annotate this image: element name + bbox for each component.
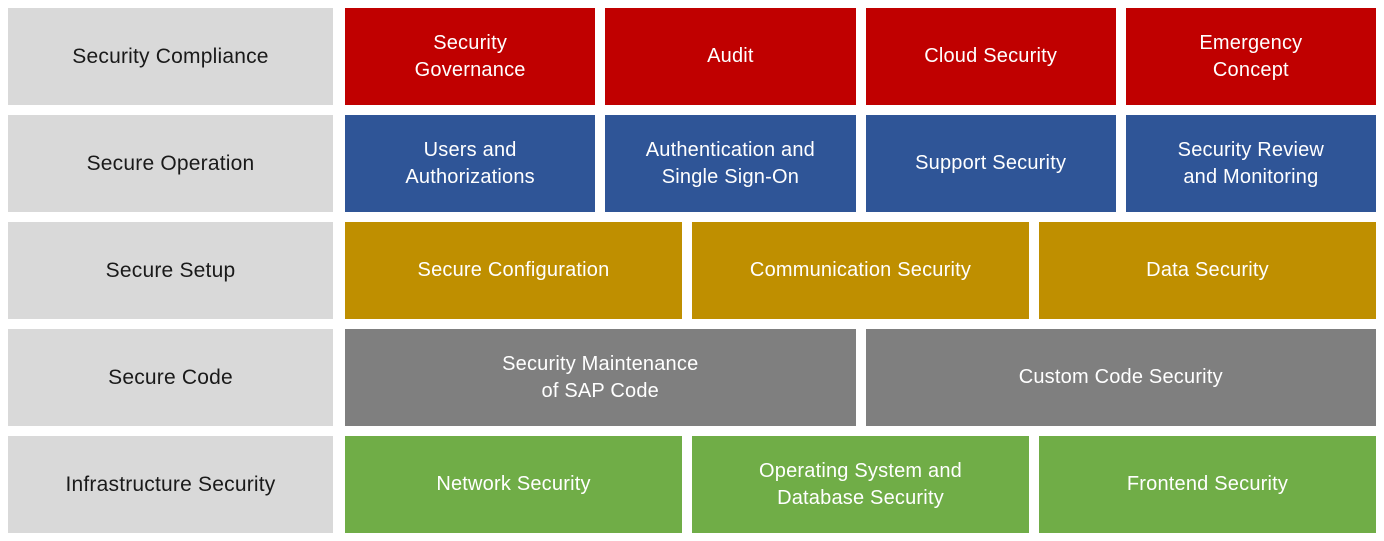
category-label-secure-operation: Secure Operation <box>8 115 333 212</box>
row-items-infrastructure-security: Network Security Operating System and Da… <box>345 436 1376 533</box>
row-items-secure-setup: Secure Configuration Communication Secur… <box>345 222 1376 319</box>
category-label-security-compliance: Security Compliance <box>8 8 333 105</box>
row-security-compliance: Security Compliance Security Governance … <box>8 8 1376 105</box>
row-secure-code: Secure Code Security Maintenance of SAP … <box>8 329 1376 426</box>
box-audit: Audit <box>605 8 856 105</box>
box-support-security: Support Security <box>865 115 1116 212</box>
box-security-review-and-monitoring: Security Review and Monitoring <box>1125 115 1376 212</box>
box-secure-configuration: Secure Configuration <box>345 222 682 319</box>
box-data-security: Data Security <box>1039 222 1376 319</box>
category-label-infrastructure-security: Infrastructure Security <box>8 436 333 533</box>
box-authentication-and-single-sign-on: Authentication and Single Sign-On <box>605 115 856 212</box>
box-users-and-authorizations: Users and Authorizations <box>345 115 596 212</box>
row-secure-setup: Secure Setup Secure Configuration Commun… <box>8 222 1376 319</box>
row-secure-operation: Secure Operation Users and Authorization… <box>8 115 1376 212</box>
box-emergency-concept: Emergency Concept <box>1125 8 1376 105</box>
category-label-secure-code: Secure Code <box>8 329 333 426</box>
category-label-secure-setup: Secure Setup <box>8 222 333 319</box>
box-frontend-security: Frontend Security <box>1039 436 1376 533</box>
box-communication-security: Communication Security <box>692 222 1029 319</box>
box-custom-code-security: Custom Code Security <box>865 329 1376 426</box>
box-security-governance: Security Governance <box>345 8 596 105</box>
box-cloud-security: Cloud Security <box>865 8 1116 105</box>
box-security-maintenance-of-sap-code: Security Maintenance of SAP Code <box>345 329 856 426</box>
row-items-security-compliance: Security Governance Audit Cloud Security… <box>345 8 1376 105</box>
row-items-secure-operation: Users and Authorizations Authentication … <box>345 115 1376 212</box>
box-network-security: Network Security <box>345 436 682 533</box>
box-operating-system-and-database-security: Operating System and Database Security <box>692 436 1029 533</box>
row-items-secure-code: Security Maintenance of SAP Code Custom … <box>345 329 1376 426</box>
row-infrastructure-security: Infrastructure Security Network Security… <box>8 436 1376 533</box>
